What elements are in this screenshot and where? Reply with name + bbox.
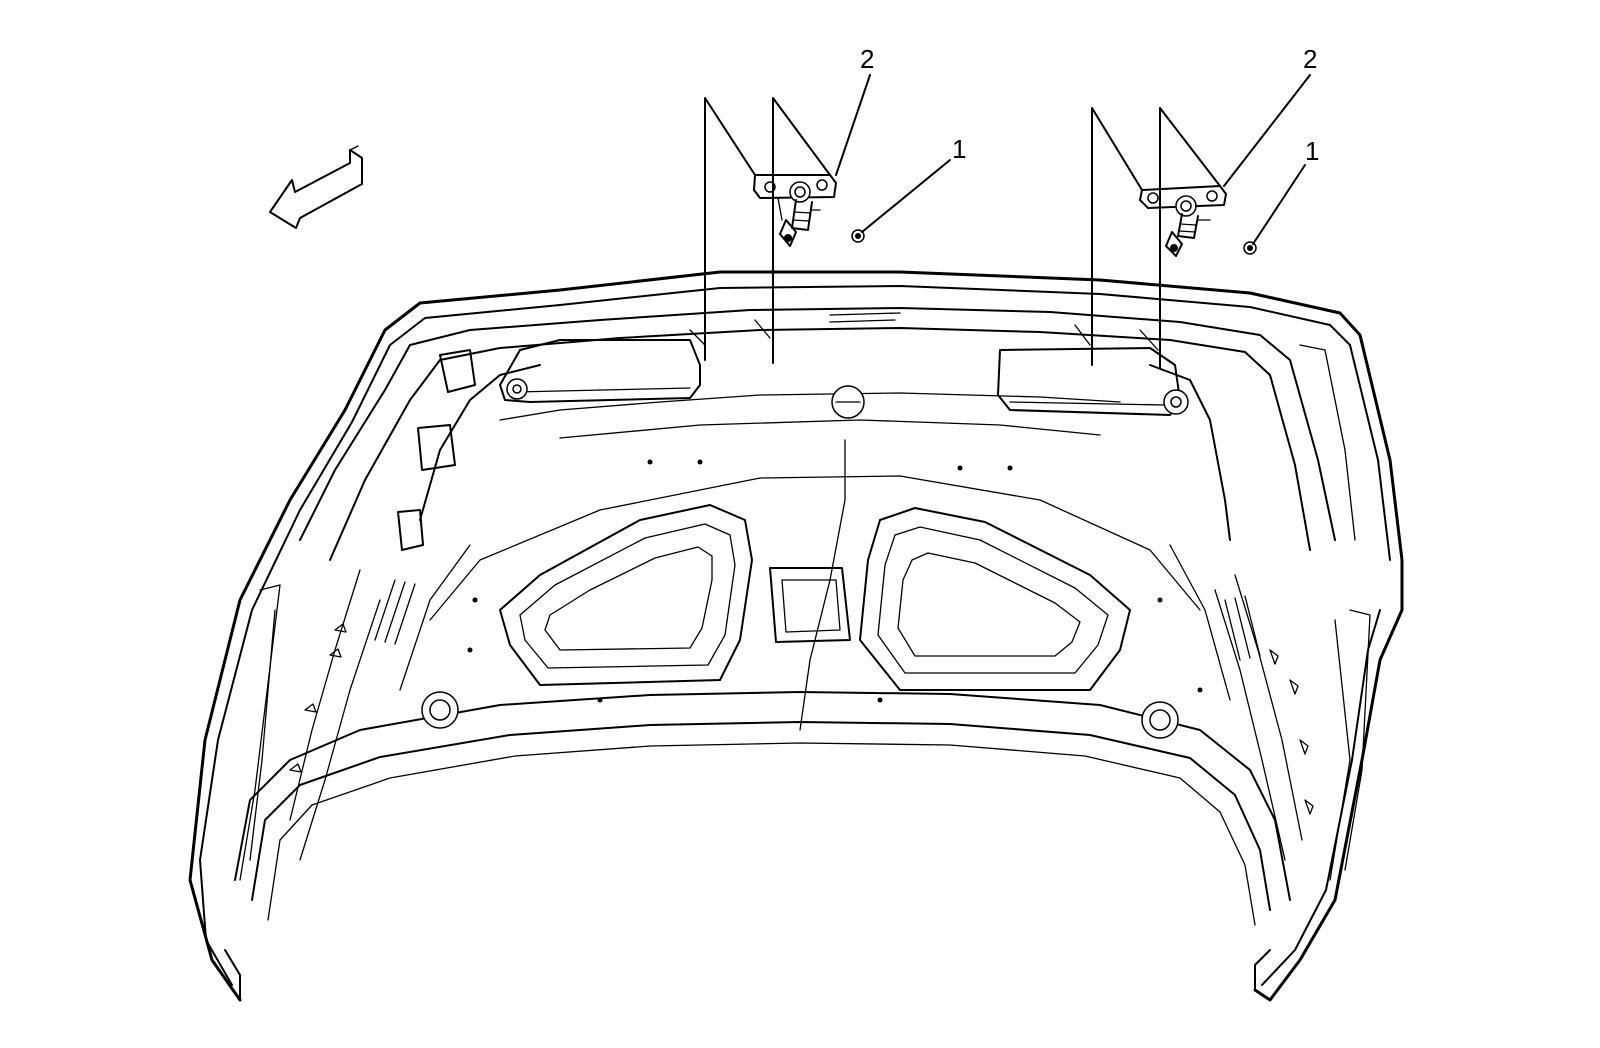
right-bracket-hole-right: [1206, 190, 1218, 202]
left-bracket-hole-right: [816, 179, 828, 191]
stamped-markings: [374, 312, 1261, 661]
left-hinge-stud: [789, 181, 821, 231]
trunk-lid-lower-arch: [234, 691, 1291, 926]
right-bracket-hole-left: [1147, 192, 1159, 204]
callout-left-1: 1: [952, 134, 966, 164]
forward-direction-arrow-icon: [269, 145, 363, 229]
callout-right-1: 1: [1305, 136, 1319, 166]
left-2-leader: [835, 74, 871, 176]
right-hinge-nut-lower: [1165, 231, 1183, 257]
left-hinge-nut-lower: [779, 219, 797, 247]
callout-left-2: 2: [860, 44, 874, 74]
left-triangular-cutout: [499, 504, 753, 686]
center-rectangular-recess: [769, 567, 851, 643]
left-hinge-bolt-1: [851, 229, 865, 243]
inner-panel-frame: [299, 307, 1336, 731]
right-triangular-cutout: [859, 507, 1131, 691]
left-1-leader: [861, 159, 951, 233]
left-hinge-assembly: [753, 174, 865, 247]
lower-grommets: [421, 691, 1179, 739]
callout-leaders: [835, 74, 1311, 245]
right-2-leader: [1223, 74, 1311, 187]
trunk-lid-outline: [188, 270, 1404, 1002]
left-hinge-pocket: [499, 339, 701, 403]
panel-fastener-holes: [289, 459, 1314, 815]
left-side-channel: [239, 349, 476, 881]
right-hinge-pocket: [997, 347, 1189, 416]
installation-alignment-lines: [689, 97, 1221, 369]
callout-right-2: 2: [1303, 44, 1317, 74]
right-1-leader: [1252, 164, 1306, 245]
right-hinge-stud: [1175, 195, 1211, 239]
right-side-channel: [1214, 344, 1371, 881]
center-latch-hole: [831, 385, 865, 419]
right-hinge-assembly: [1139, 185, 1257, 257]
